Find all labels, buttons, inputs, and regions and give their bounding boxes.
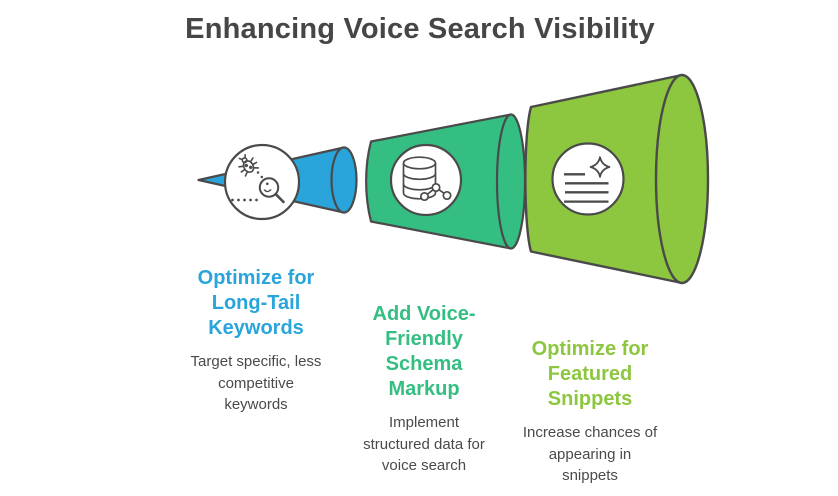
bug-search-icon [231,154,285,204]
stage3-icon-badge [551,142,625,216]
stage1-heading: Optimize for Long-Tail Keywords [197,267,315,339]
stage1-description: Target specific, less competitive keywor… [190,353,322,413]
dotted-trail [231,171,264,202]
stage-schema-markup: Add Voice- Friendly Schema Markup Implem… [329,302,519,477]
stage3-heading: Optimize for Featured Snippets [531,338,649,410]
stage-long-tail-keywords: Optimize for Long-Tail Keywords Target s… [161,266,351,416]
stage2-icon-badge [389,143,463,217]
page-title: Enhancing Voice Search Visibility [185,13,655,45]
database-schema-icon [402,156,452,202]
stage2-heading: Add Voice- Friendly Schema Markup [372,303,476,400]
stage3-description: Increase chances of appearing in snippet… [522,424,658,484]
stage2-description: Implement structured data for voice sear… [363,414,485,474]
stage1-icon-badge [223,143,301,221]
featured-snippet-icon [564,156,611,203]
stage-featured-snippets: Optimize for Featured Snippets Increase … [485,337,695,487]
